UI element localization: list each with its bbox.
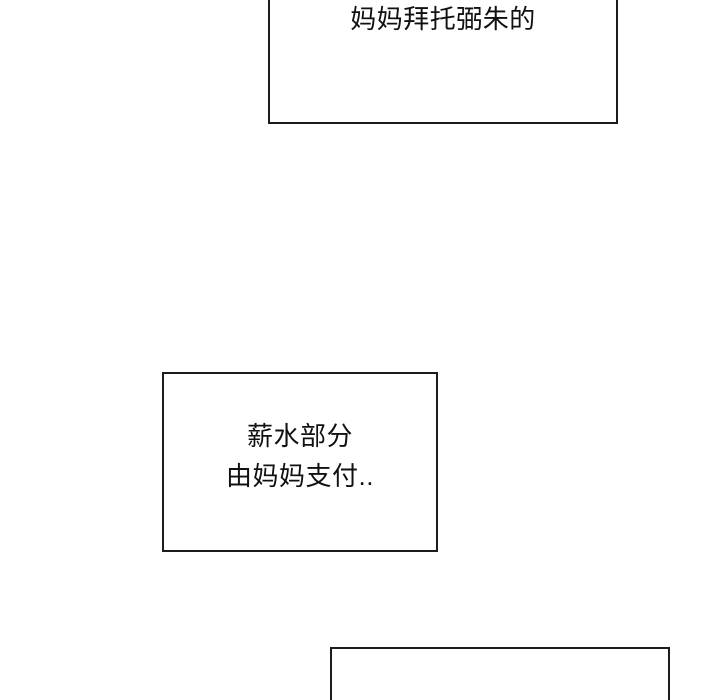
speech-line: 妈妈拜托弼朱的	[350, 4, 536, 34]
speech-panel-middle-text: 薪水部分 由妈妈支付..	[164, 416, 436, 496]
speech-panel-bottom	[330, 647, 670, 700]
speech-panel-top-text: 妈妈拜托弼朱的	[270, 2, 616, 36]
speech-panel-top: 妈妈拜托弼朱的	[268, 0, 618, 124]
speech-panel-middle: 薪水部分 由妈妈支付..	[162, 372, 438, 552]
speech-line: 由妈妈支付..	[226, 461, 374, 491]
speech-line: 薪水部分	[246, 421, 353, 451]
